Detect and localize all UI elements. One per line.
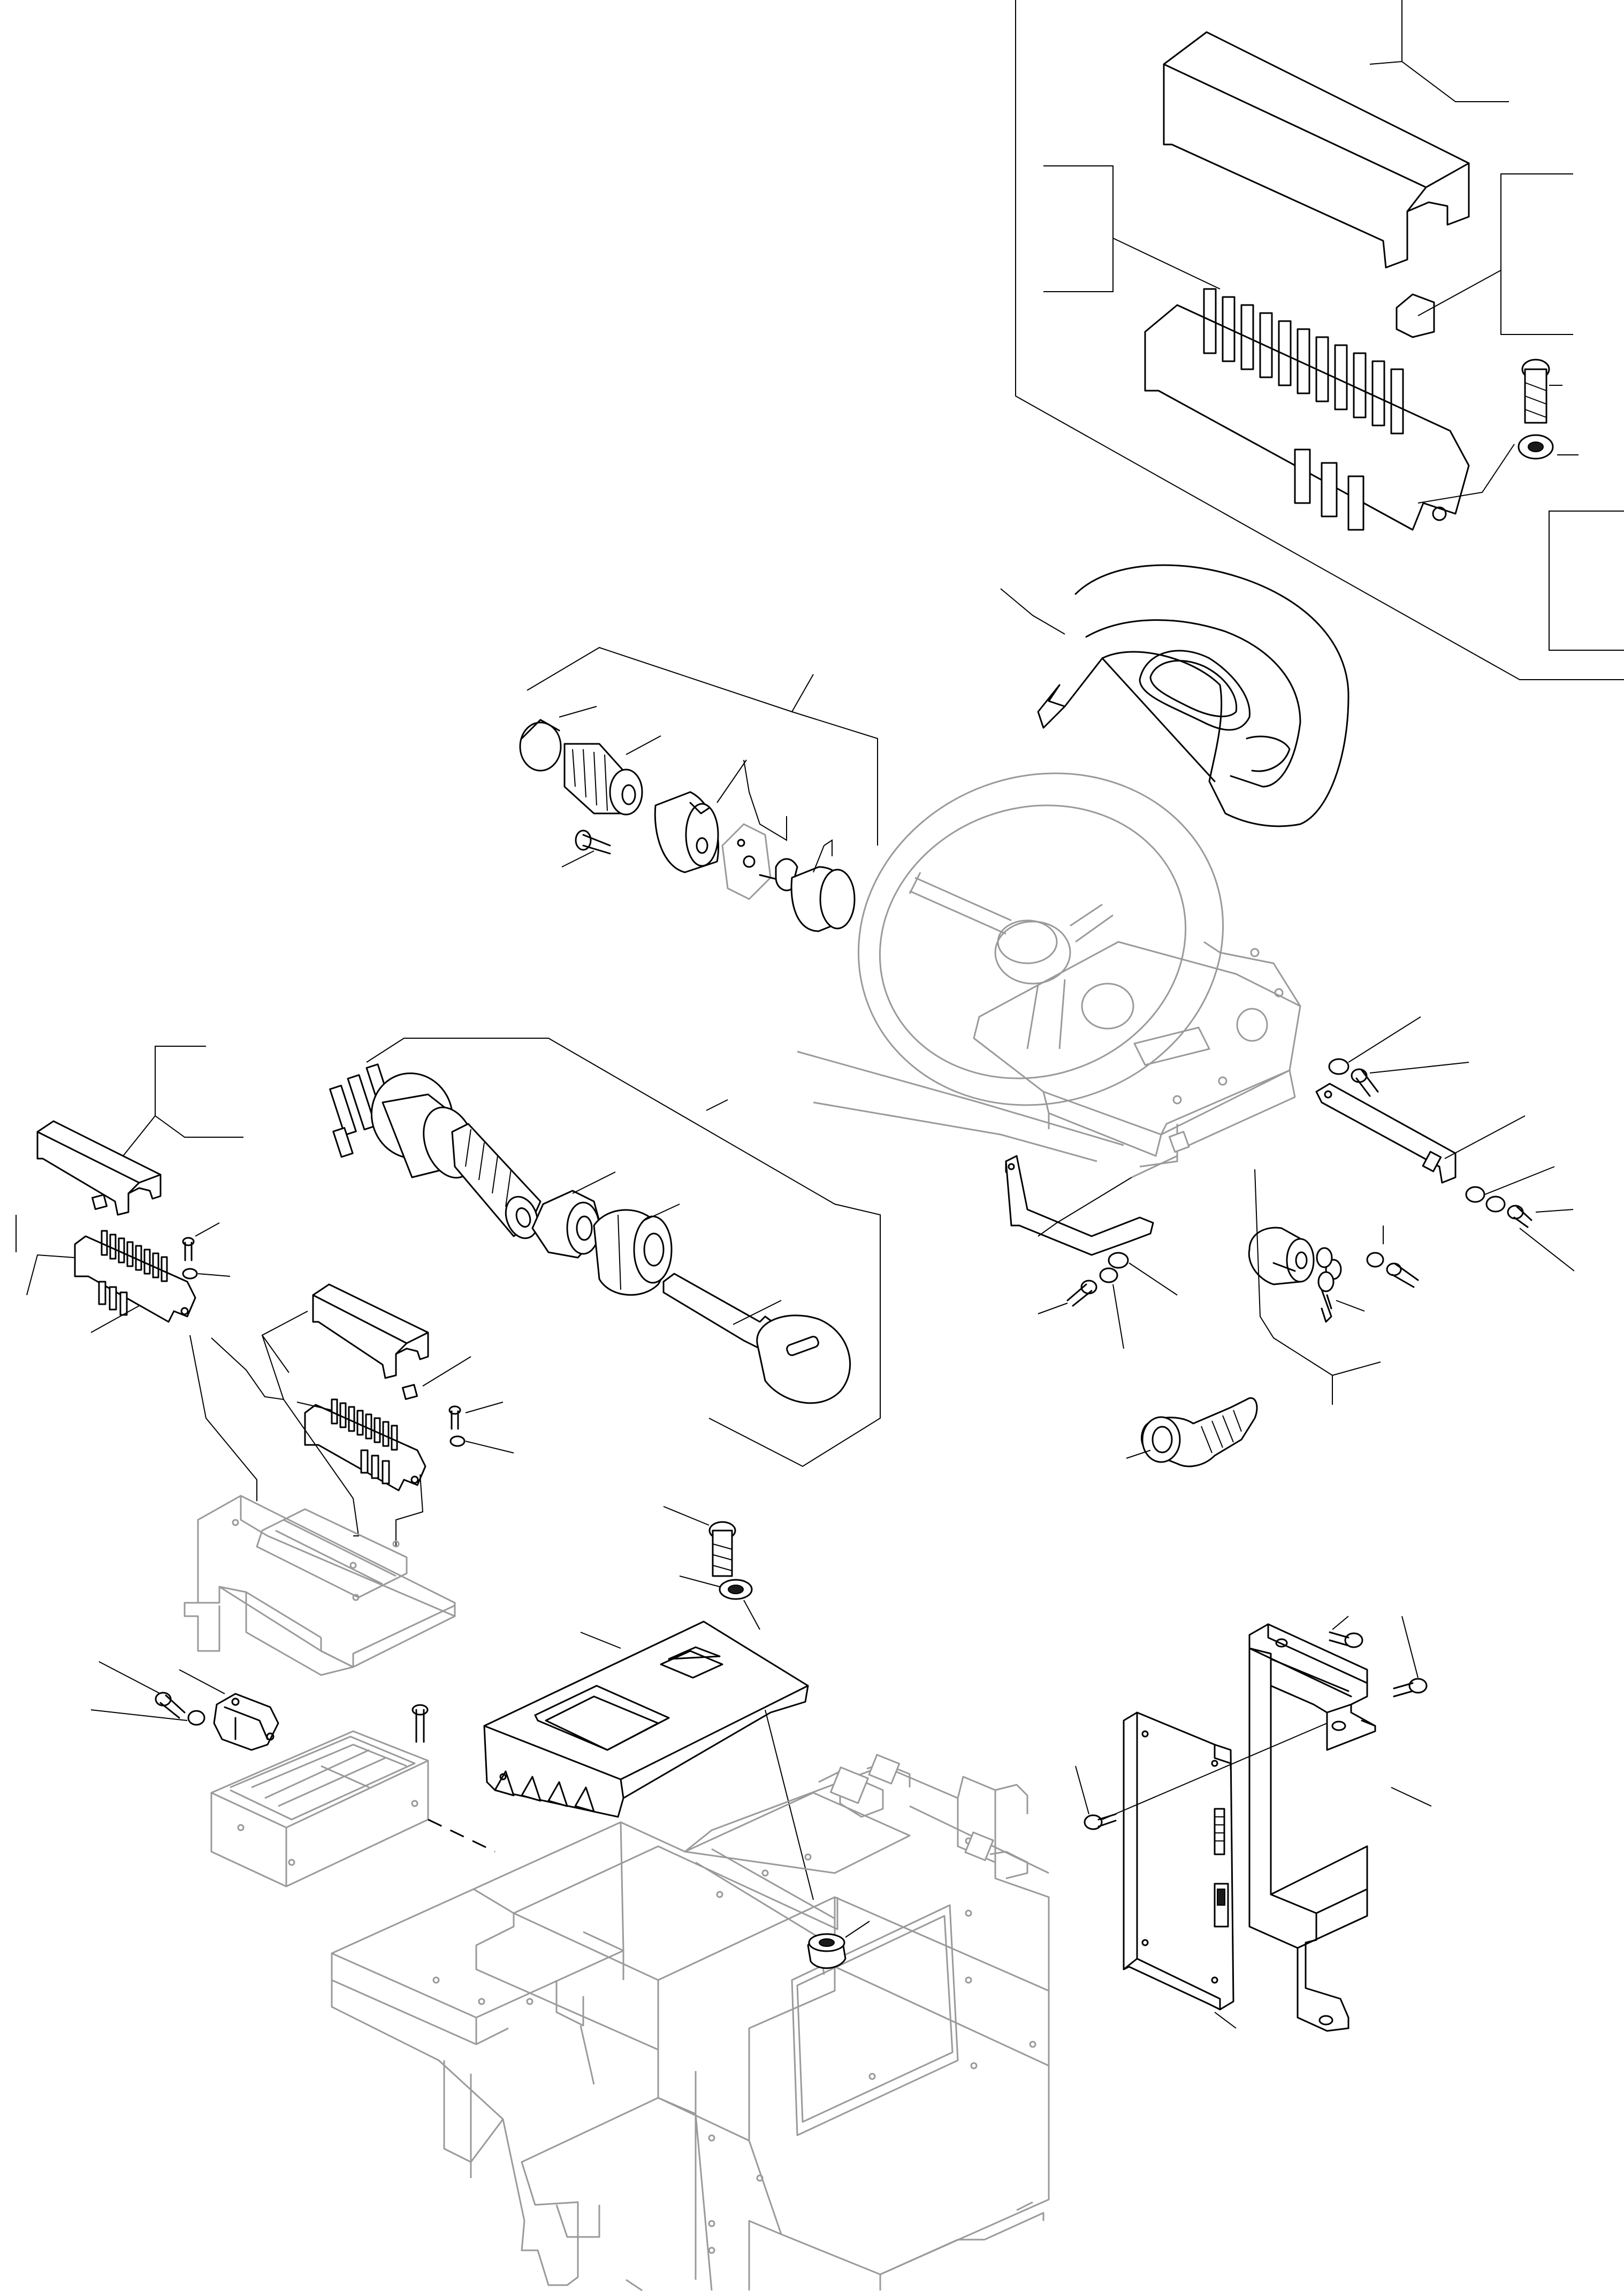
washer <box>1108 1252 1129 1269</box>
fuse-box-center <box>189 1283 514 1547</box>
ignition-key <box>1316 1247 1342 1323</box>
knob-cap <box>519 719 562 772</box>
rotary-switch-assembly <box>519 646 878 932</box>
rotary-switch-body <box>759 858 856 932</box>
washer <box>1328 1058 1349 1075</box>
relay-holder <box>213 1693 279 1751</box>
fuse-box-bracket <box>184 1495 456 1676</box>
board-mounting-bracket <box>1248 1623 1376 2032</box>
bolt <box>1351 1068 1379 1097</box>
screw <box>182 1237 195 1261</box>
bolt <box>708 1521 736 1577</box>
chassis-frame-ghost <box>331 1754 1050 2291</box>
bolt <box>1521 359 1550 424</box>
fuse-clip <box>1396 293 1435 338</box>
fuse-clip <box>402 1384 418 1400</box>
steering-console-cowl <box>1037 564 1349 827</box>
fuse-box-cover <box>312 1283 429 1379</box>
fuse-block <box>1144 288 1470 531</box>
washer <box>719 1579 753 1600</box>
switch-knob <box>563 743 643 816</box>
bolt <box>1386 1262 1419 1288</box>
bezel-ring <box>593 1209 673 1296</box>
fuse-block <box>74 1230 196 1323</box>
washer <box>449 1435 466 1447</box>
washer <box>1366 1252 1384 1268</box>
mounting-bracket <box>1005 1155 1178 1349</box>
fuse-box-cover <box>36 1120 162 1216</box>
lock-washer <box>1099 1267 1118 1283</box>
small-fuse-box-left <box>16 1046 243 1333</box>
bolt <box>155 1692 186 1719</box>
rubber-mount <box>807 1921 870 1969</box>
washer <box>1465 1186 1485 1203</box>
assembly-boundary-line <box>1015 0 1624 680</box>
switch-cam <box>654 791 720 873</box>
relay-holder-group <box>90 1661 279 1751</box>
washer <box>182 1268 198 1280</box>
washer <box>187 1710 205 1726</box>
bolt <box>1084 1813 1117 1830</box>
ignition-lock-assembly <box>1248 1016 1575 1405</box>
hex-nut <box>531 1190 603 1259</box>
detent-plate <box>721 823 772 900</box>
cigarette-lighter <box>1126 1397 1258 1467</box>
bolt <box>1393 1678 1428 1698</box>
control-board <box>1123 1711 1234 2011</box>
instrument-panel-housing <box>483 1620 809 1818</box>
bolt <box>1066 1280 1097 1307</box>
bolt <box>411 1704 429 1743</box>
switch-screw <box>575 829 611 855</box>
long-mounting-bracket <box>1315 1083 1457 1184</box>
ignition-key <box>662 1273 851 1404</box>
washer <box>1518 434 1554 460</box>
screw <box>448 1405 461 1430</box>
bolt <box>1329 1631 1363 1648</box>
bolt <box>1507 1205 1532 1228</box>
ignition-switch-assembly <box>329 1038 881 1467</box>
fuse-clip <box>92 1194 108 1210</box>
steering-wheel-ghost <box>797 772 1301 1168</box>
fuse-block <box>304 1398 426 1491</box>
control-board-assembly <box>1075 1616 1432 2032</box>
battery-tray <box>210 1704 495 1887</box>
fuse-box-assembly-top-right <box>1015 0 1624 680</box>
lock-washer <box>1485 1196 1506 1213</box>
fuse-box-cover <box>1163 31 1470 269</box>
ignition-switch <box>1248 1227 1315 1285</box>
ignition-switch-body <box>329 1063 542 1239</box>
